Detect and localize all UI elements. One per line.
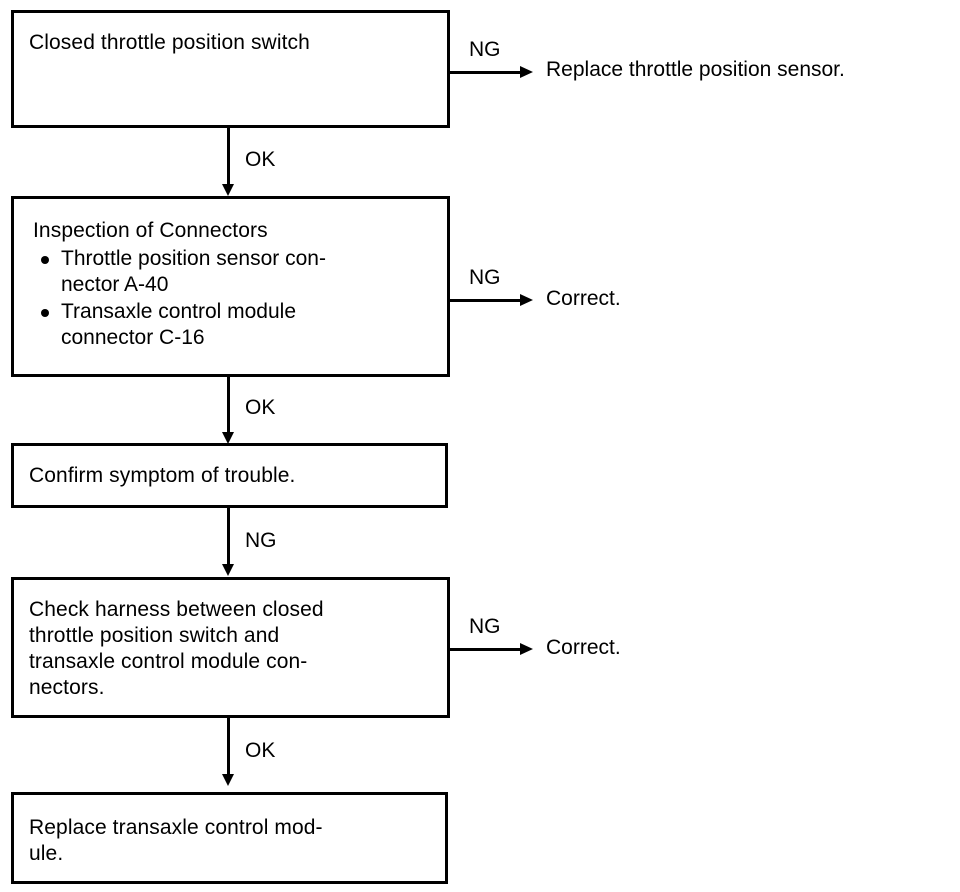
- edge-2-3-arrowhead: [222, 432, 234, 444]
- node-2-bullet-item-1: Throttle position sensor con- nector A-4…: [33, 246, 433, 298]
- edge-1-2-line: [227, 128, 230, 186]
- branch-2-line: [450, 299, 522, 302]
- flowchart-node-1[interactable]: [11, 10, 450, 128]
- edge-2-3-line: [227, 377, 230, 435]
- node-2-title: Inspection of Connectors: [33, 219, 268, 242]
- edge-1-2-arrowhead: [222, 184, 234, 196]
- flowchart-node-4[interactable]: [11, 577, 450, 718]
- edge-3-4-arrowhead: [222, 564, 234, 576]
- branch-1-target-text: Replace throttle position sensor.: [546, 58, 845, 81]
- branch-2-arrowhead: [520, 294, 533, 306]
- node-2-bullet-list: Throttle position sensor con- nector A-4…: [33, 246, 433, 352]
- node-1-label: Closed throttle position switch: [29, 31, 310, 54]
- branch-4-label: NG: [469, 615, 501, 638]
- flowchart-node-3[interactable]: [11, 443, 448, 508]
- branch-2-target-text: Correct.: [546, 287, 621, 310]
- edge-3-4-label: NG: [245, 529, 277, 552]
- branch-1-arrowhead: [520, 66, 533, 78]
- node-4-label: Check harness between closed throttle po…: [29, 598, 324, 699]
- branch-4-arrowhead: [520, 643, 533, 655]
- edge-3-4-line: [227, 508, 230, 566]
- node-2-bullet-item-2: Transaxle control module connector C-16: [33, 299, 433, 351]
- branch-1-label: NG: [469, 38, 501, 61]
- flowchart-node-5[interactable]: [11, 792, 448, 884]
- edge-1-2-label: OK: [245, 148, 276, 171]
- edge-4-5-line: [227, 718, 230, 776]
- edge-2-3-label: OK: [245, 396, 276, 419]
- node-3-label: Confirm symptom of trouble.: [29, 464, 296, 487]
- flowchart-node-2[interactable]: [11, 196, 450, 377]
- branch-4-target-text: Correct.: [546, 636, 621, 659]
- edge-4-5-label: OK: [245, 739, 276, 762]
- branch-4-line: [450, 648, 522, 651]
- branch-1-line: [450, 71, 522, 74]
- branch-2-label: NG: [469, 266, 501, 289]
- edge-4-5-arrowhead: [222, 774, 234, 786]
- node-5-label: Replace transaxle control mod- ule.: [29, 816, 323, 865]
